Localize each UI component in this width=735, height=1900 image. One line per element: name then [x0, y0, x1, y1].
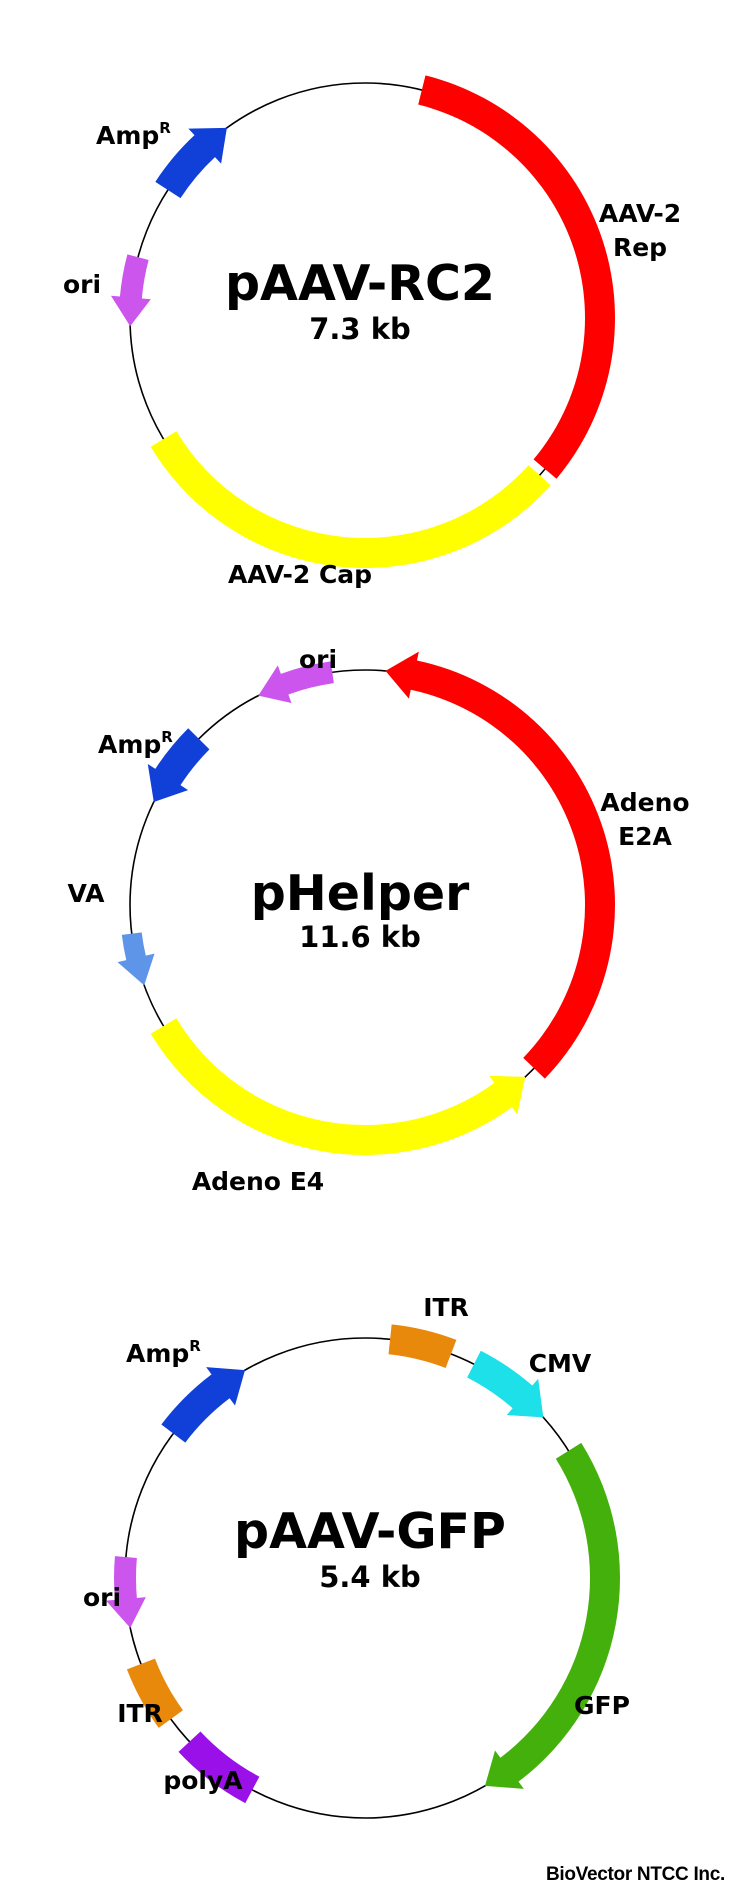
feature-label-cmv: CMV	[529, 1349, 592, 1378]
plasmid-size: 7.3 kb	[309, 312, 411, 346]
feature-e2a	[385, 651, 616, 1079]
plasmid-size: 5.4 kb	[319, 1560, 421, 1594]
feature-label-itr1: ITR	[423, 1293, 469, 1322]
plasmid-size: 11.6 kb	[299, 920, 421, 954]
feature-label-rep: AAV-2	[599, 199, 681, 228]
feature-label-va: VA	[68, 879, 106, 908]
plasmid-name: pAAV-RC2	[225, 255, 495, 312]
feature-label-ori: ori	[63, 270, 101, 299]
feature-label-amp: AmpR	[126, 1337, 201, 1368]
feature-label-e2a: E2A	[618, 822, 672, 851]
feature-label-ori: ori	[299, 645, 337, 674]
feature-ori	[110, 254, 151, 327]
feature-rep	[418, 75, 616, 479]
feature-amp	[155, 127, 227, 199]
feature-ori	[258, 661, 334, 703]
feature-e4	[150, 1018, 526, 1155]
feature-label-amp: AmpR	[96, 119, 171, 150]
feature-cmv	[467, 1350, 544, 1418]
feature-label-e4: Adeno E4	[192, 1167, 324, 1196]
feature-label-cap: AAV-2 Cap	[228, 560, 372, 589]
feature-label-itr2: ITR	[117, 1699, 163, 1728]
feature-itr2	[126, 1658, 183, 1728]
feature-label-e2a: Adeno	[600, 788, 689, 817]
feature-label-amp: AmpR	[98, 728, 173, 759]
feature-label-ori: ori	[83, 1583, 121, 1612]
feature-ori	[105, 1556, 146, 1628]
feature-cap	[150, 431, 551, 568]
feature-gfp	[485, 1442, 620, 1789]
feature-va	[117, 932, 155, 986]
plasmid-name: pAAV-GFP	[234, 1503, 506, 1560]
feature-label-polya: polyA	[163, 1766, 243, 1795]
plasmid-name: pHelper	[251, 865, 470, 922]
feature-amp	[161, 1367, 245, 1443]
feature-label-rep: Rep	[613, 233, 667, 262]
feature-amp	[147, 728, 210, 802]
feature-polya	[178, 1731, 260, 1804]
feature-itr1	[388, 1324, 457, 1368]
credit-text: BioVector NTCC Inc.	[545, 1864, 725, 1885]
feature-label-gfp: GFP	[574, 1691, 630, 1720]
